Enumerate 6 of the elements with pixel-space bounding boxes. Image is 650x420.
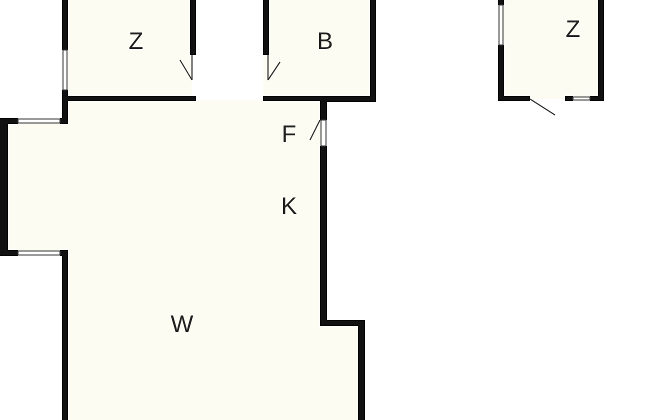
- room-label: B: [317, 30, 333, 54]
- room-label: F: [282, 123, 296, 147]
- room-label: K: [281, 195, 297, 219]
- room-label: W: [170, 313, 194, 337]
- room-label: Z: [566, 18, 580, 42]
- room-label: Z: [128, 30, 144, 54]
